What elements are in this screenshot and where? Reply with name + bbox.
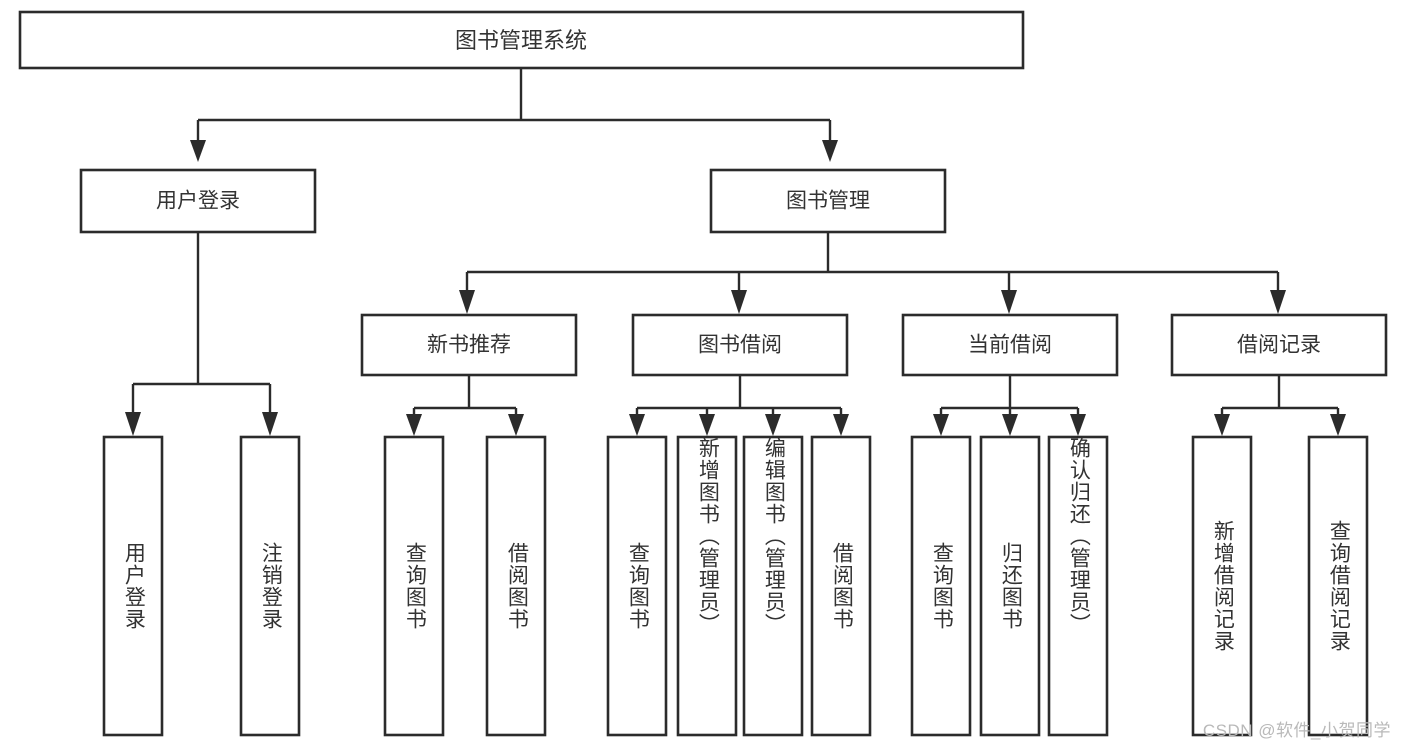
leaf-query-record-box[interactable] [1307, 435, 1369, 737]
arrow-to-new-book-rec [459, 290, 475, 314]
connector-user-login-to-leaves [125, 232, 278, 436]
connector-borrow-record-to-leaves [1214, 375, 1346, 436]
leaf-query-book-1-box[interactable] [383, 435, 445, 737]
node-current-borrow-box[interactable] [901, 313, 1119, 377]
arrow-leaf-add-record [1214, 414, 1230, 436]
node-root-label: 图书管理系统 [455, 28, 587, 53]
node-borrow-record[interactable]: 借阅记录 [1170, 313, 1388, 377]
arrow-leaf-query-record [1330, 414, 1346, 436]
node-user-login[interactable]: 用户登录 [79, 168, 317, 234]
node-user-login-label: 用户登录 [156, 190, 240, 213]
node-book-borrow-box[interactable] [631, 313, 849, 377]
node-new-book-rec-label: 新书推荐 [427, 334, 511, 357]
leaf-query-book-2-box[interactable] [606, 435, 668, 737]
node-root-box[interactable] [18, 10, 1025, 70]
node-book-borrow-label: 图书借阅 [698, 334, 782, 357]
node-book-manage-box[interactable] [709, 168, 947, 234]
arrow-to-book-manage [822, 140, 838, 162]
connector-root-to-level2 [190, 68, 838, 162]
leaf-borrow-book-2-box[interactable] [810, 435, 872, 737]
leaf-borrow-book-1-box[interactable] [485, 435, 547, 737]
arrow-leaf-query-book-2 [629, 414, 645, 436]
leaf-confirm-return-box[interactable] [1047, 435, 1109, 737]
node-new-book-rec-box[interactable] [360, 313, 578, 377]
node-root[interactable]: 图书管理系统 [18, 10, 1025, 70]
node-new-book-rec[interactable]: 新书推荐 [360, 313, 578, 377]
node-borrow-record-label: 借阅记录 [1237, 334, 1321, 357]
arrow-leaf-borrow-book-2 [833, 414, 849, 436]
node-book-borrow[interactable]: 图书借阅 [631, 313, 849, 377]
leaf-edit-book-box[interactable] [742, 435, 804, 737]
connector-book-borrow-to-leaves [629, 375, 849, 436]
arrow-leaf-add-book [699, 414, 715, 436]
node-current-borrow-label: 当前借阅 [968, 334, 1052, 357]
arrow-leaf-return-book [1002, 414, 1018, 436]
arrow-leaf-user-login [125, 412, 141, 436]
leaf-return-book-box[interactable] [979, 435, 1041, 737]
node-current-borrow[interactable]: 当前借阅 [901, 313, 1119, 377]
leaf-user-login-box[interactable] [102, 435, 164, 737]
node-book-manage[interactable]: 图书管理 [709, 168, 947, 234]
arrow-leaf-query-book-3 [933, 414, 949, 436]
connector-new-book-rec-to-leaves [406, 375, 524, 436]
arrow-leaf-query-book-1 [406, 414, 422, 436]
leaf-logout-box[interactable] [239, 435, 301, 737]
arrow-leaf-edit-book [765, 414, 781, 436]
node-borrow-record-box[interactable] [1170, 313, 1388, 377]
node-book-manage-label: 图书管理 [786, 190, 870, 213]
leaf-query-book-3-box[interactable] [910, 435, 972, 737]
connector-book-manage-to-level3 [459, 232, 1286, 314]
csdn-watermark: CSDN @软件_小贺同学 [1202, 721, 1391, 740]
leaf-add-record-box[interactable] [1191, 435, 1253, 737]
arrow-to-borrow-record [1270, 290, 1286, 314]
arrow-leaf-confirm-return [1070, 414, 1086, 436]
connector-current-borrow-to-leaves [933, 375, 1086, 436]
leaf-add-book-box[interactable] [676, 435, 738, 737]
arrow-to-user-login [190, 140, 206, 162]
arrow-leaf-borrow-book-1 [508, 414, 524, 436]
arrow-to-current-borrow [1001, 290, 1017, 314]
arrow-leaf-logout [262, 412, 278, 436]
arrow-to-book-borrow [731, 290, 747, 314]
